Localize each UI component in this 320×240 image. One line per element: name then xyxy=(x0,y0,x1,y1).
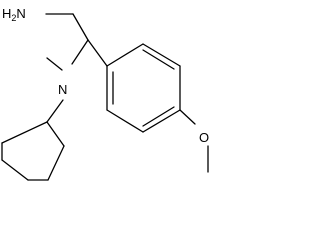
cyclohexane-ring xyxy=(1,121,65,181)
bond-ch-n xyxy=(71,39,89,65)
nitrogen-label: N xyxy=(58,82,67,97)
bond-n-methyl xyxy=(46,57,63,71)
amine-label: H2N xyxy=(2,6,26,23)
benzene-ring xyxy=(106,43,181,133)
bond-n-cyclohexyl xyxy=(46,99,64,123)
bond-ch-ring xyxy=(87,39,108,67)
bond-ring-o xyxy=(179,109,196,125)
bond-ch2-ch xyxy=(72,13,89,41)
oxygen-label: O xyxy=(199,130,209,145)
structure-diagram: H2N N O xyxy=(1,6,209,181)
